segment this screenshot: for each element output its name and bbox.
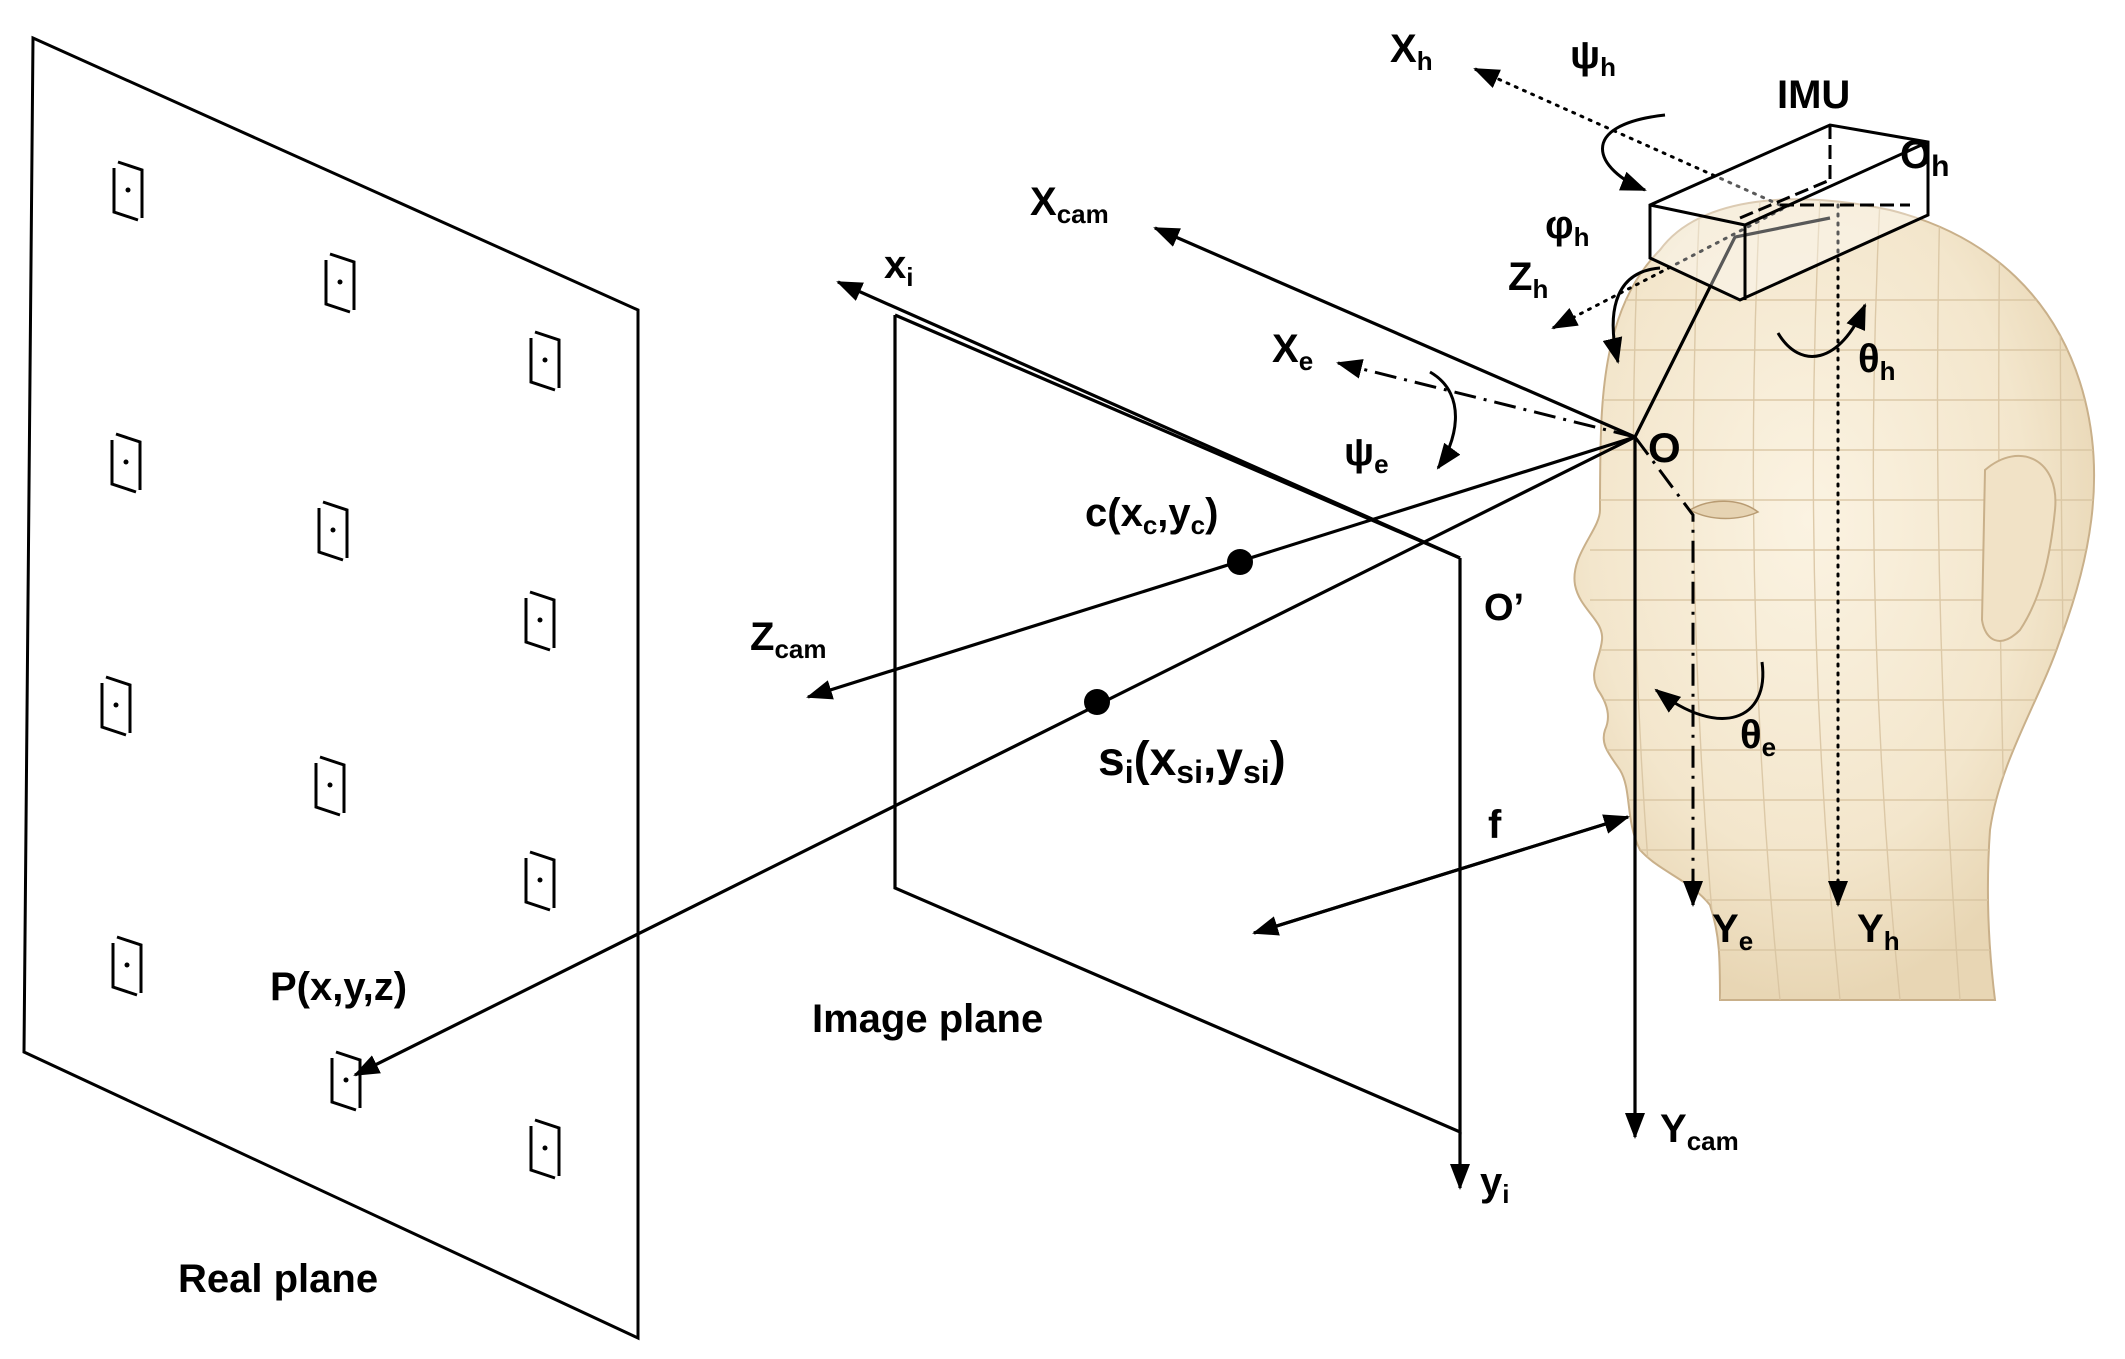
z-h-axis [1553,203,1792,329]
axes [353,67,1848,1190]
y-i-label: yi [1480,1160,1509,1209]
image-plane-label: Image plane [812,997,1043,1041]
x-i-label: xi [884,243,913,292]
theta-e-rotation [1654,661,1765,720]
phi-h-label: φh [1545,203,1590,252]
focal-length-label: f [1488,803,1502,847]
y-e-label: Ye [1712,907,1753,956]
theta-e-label: θe [1740,713,1776,762]
calibration-marker [324,252,356,314]
point-c-label: c(xc,yc) [1085,491,1218,540]
real-plane-label: Real plane [178,1257,378,1301]
calibration-marker [524,590,556,652]
x-e-axis [1336,359,1636,439]
calibration-marker [314,755,346,817]
rotation-arrows [1429,113,1867,720]
psi-e-rotation [1429,370,1461,470]
y-e-axis [1633,436,1695,900]
psi-h-rotation [1601,113,1666,192]
calibration-marker [330,1050,362,1112]
real-plane [22,35,640,1341]
ray-to-p [353,435,1636,1077]
calibration-marker [111,935,143,997]
calibration-marker [112,160,144,222]
origin-o-label: O [1648,424,1681,471]
theta-h-rotation [1776,303,1867,358]
z-h-label: Zh [1508,255,1548,304]
calibration-marker [100,675,132,737]
theta-h-label: θh [1858,337,1896,386]
calibration-markers [100,160,561,1180]
x-h-label: Xh [1390,27,1433,76]
o-to-imu-link [1633,216,1831,438]
x-e-label: Xe [1272,327,1313,376]
y-cam-label: Ycam [1660,1107,1739,1156]
point-s-i [1084,689,1110,715]
eye [1688,500,1760,520]
ear [1980,454,2057,642]
o-h-label: Oh [1900,133,1949,183]
x-cam-label: Xcam [1030,180,1109,229]
imu-box [1648,123,1930,302]
point-s-label: si(xsi,ysi) [1098,733,1286,790]
x-cam-axis [1153,226,1636,439]
x-i-axis [836,280,1461,560]
phi-h-rotation [1602,266,1661,364]
origin-o-prime-label: O’ [1484,587,1524,629]
point-c [1227,549,1253,575]
imu-label: IMU [1777,73,1850,117]
calibration-marker [317,500,349,562]
point-p-label: P(x,y,z) [270,965,407,1009]
z-cam-axis [806,435,1636,700]
labels: Real plane Image plane IMU O O’ f P(x,y,… [178,27,1949,1301]
psi-e-label: ψe [1344,430,1389,479]
calibration-marker [524,850,556,912]
calibration-marker [110,432,142,494]
calibration-marker [529,330,561,392]
calibration-marker [529,1118,561,1180]
psi-h-label: ψh [1570,33,1616,82]
y-h-label: Yh [1857,907,1900,956]
z-cam-label: Zcam [750,615,826,664]
x-h-axis [1476,68,1782,207]
